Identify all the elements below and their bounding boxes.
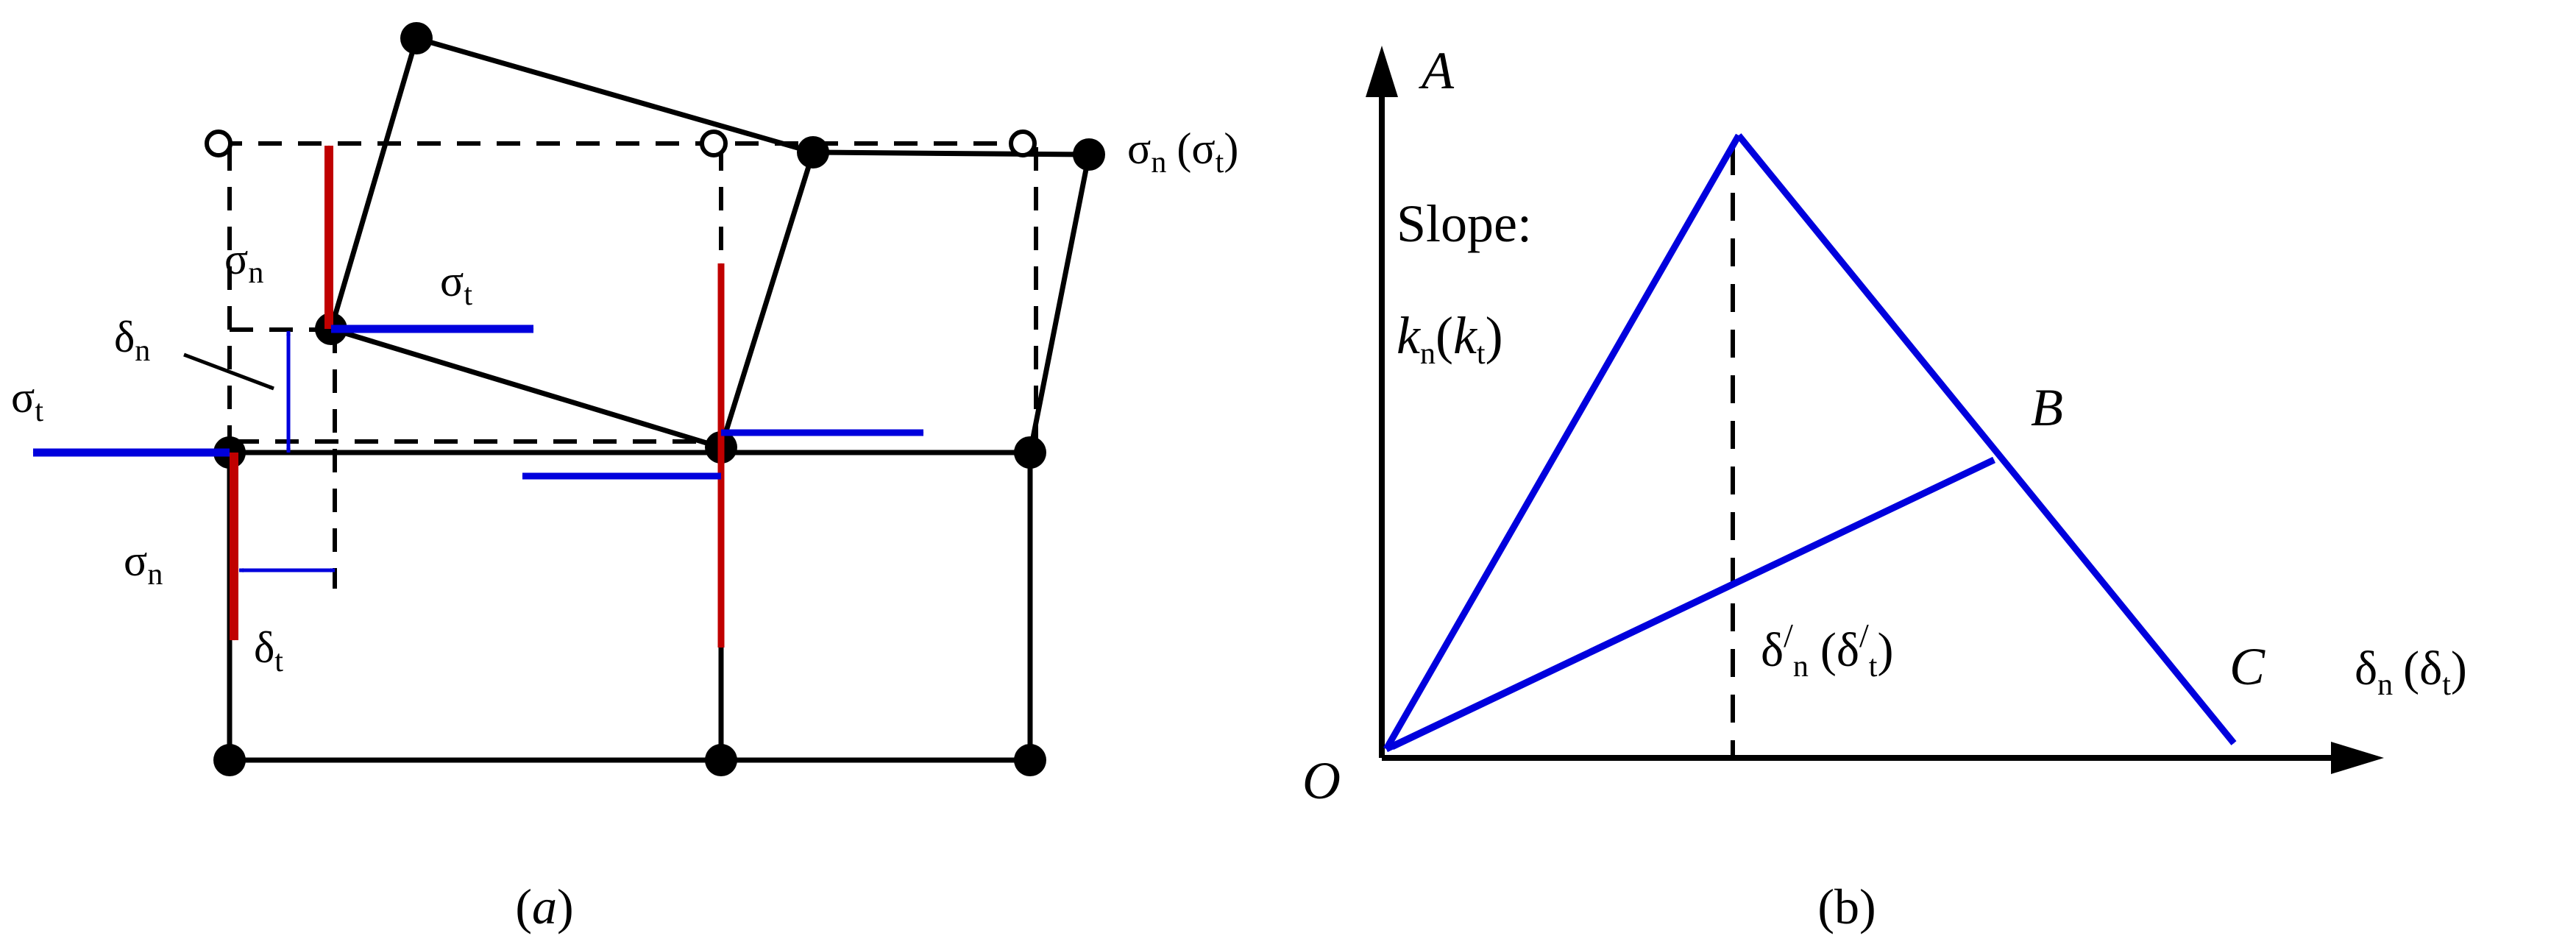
delta-n-leader-arrow bbox=[183, 352, 274, 391]
node bbox=[797, 136, 829, 169]
panel-a: σn σt δn σt σn δt σn(σt) (a) bbox=[11, 22, 1238, 934]
x-axis-label: δn(δt) bbox=[2355, 642, 2467, 702]
segment-o-a bbox=[1383, 133, 1742, 751]
node bbox=[1073, 138, 1105, 171]
y-axis-arrowhead bbox=[1366, 46, 1398, 97]
segment-a-c bbox=[1736, 133, 2237, 745]
traction-separation-curve bbox=[1383, 133, 2237, 753]
point-b-label: B bbox=[2031, 378, 2063, 437]
x-axis-arrowhead bbox=[2331, 742, 2384, 774]
point-c-label: C bbox=[2229, 637, 2265, 696]
node-open bbox=[1009, 130, 1037, 157]
point-a-label: A bbox=[1419, 41, 1455, 100]
node bbox=[705, 744, 737, 776]
shear-stress-arrows bbox=[32, 324, 924, 572]
undeformed-nodes bbox=[205, 130, 1037, 157]
node-open bbox=[700, 130, 728, 157]
sigma-n-label-bottom: σn bbox=[124, 536, 163, 592]
sigma-n-label-top: σn bbox=[224, 235, 263, 290]
slope-label: Slope: bbox=[1397, 194, 1532, 253]
sigma-t-label-top: σt bbox=[440, 257, 472, 312]
normal-stress-arrows bbox=[230, 145, 725, 648]
segment-b-o bbox=[1391, 456, 1995, 751]
stiffness-label: kn(kt) bbox=[1397, 306, 1503, 371]
panel-b-caption: (b) bbox=[1817, 879, 1876, 934]
undeformed-outline bbox=[219, 141, 1038, 589]
delta-n-label: δn bbox=[114, 313, 150, 368]
node-open bbox=[205, 130, 233, 157]
origin-label: O bbox=[1302, 751, 1341, 810]
delta-t-label: δt bbox=[254, 623, 283, 678]
sigma-t-label-left: σt bbox=[11, 373, 43, 428]
node bbox=[400, 22, 433, 54]
node bbox=[213, 744, 246, 776]
mesh-lines bbox=[227, 35, 1092, 763]
panel-a-caption: (a) bbox=[515, 879, 573, 934]
mesh-nodes bbox=[213, 22, 1105, 776]
node bbox=[1014, 436, 1046, 469]
node bbox=[1014, 744, 1046, 776]
critical-separation-label: δ/n(δ/t) bbox=[1761, 617, 1893, 684]
sigma-n-sigma-t-label: σn(σt) bbox=[1127, 124, 1238, 180]
panel-b: A B C O Slope: kn(kt) δ/n(δ/t) δn(δt) (b… bbox=[1302, 41, 2467, 934]
